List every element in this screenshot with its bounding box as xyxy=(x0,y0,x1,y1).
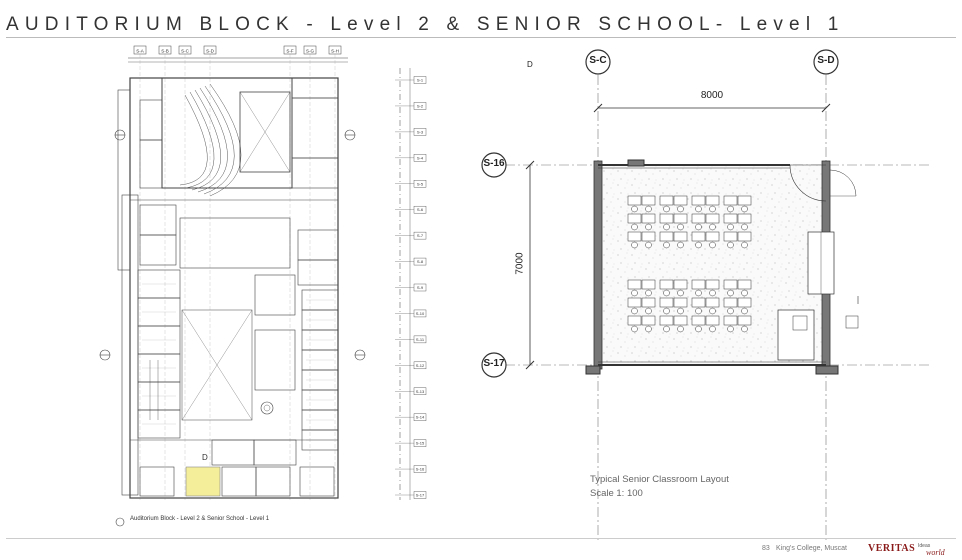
veritas-logo: VERITAS xyxy=(868,543,916,554)
svg-text:S-14: S-14 xyxy=(416,415,425,420)
width-dimension: 8000 xyxy=(700,90,724,101)
svg-text:Ideas: Ideas xyxy=(918,543,931,549)
svg-text:S-G: S-G xyxy=(306,49,315,54)
svg-text:S-3: S-3 xyxy=(417,129,424,134)
grid-label-s17: S-17 xyxy=(483,358,505,369)
svg-text:S-1: S-1 xyxy=(417,78,424,83)
plan-grid-right-s-4: S-4 xyxy=(395,154,427,162)
svg-text:S-9: S-9 xyxy=(417,285,424,290)
plan-grid-right-s-3: S-3 xyxy=(395,128,427,136)
plan-grid-right-s-7: S-7 xyxy=(395,231,427,240)
plan-grid-top-s-g: S-G xyxy=(303,45,317,500)
plan-grid-right-s-9: S-9 xyxy=(395,283,427,292)
highlighted-classroom xyxy=(185,466,221,497)
plan-grid-right-s-5: S-5 xyxy=(395,180,427,188)
plan-grid-right-s-1: S-1 xyxy=(395,76,427,84)
svg-text:S-2: S-2 xyxy=(417,103,424,108)
plan-grid-top-s-d: S-D xyxy=(203,45,217,500)
grid-bubble-sc xyxy=(585,49,611,75)
plan-marker-letter: D xyxy=(202,453,208,462)
detail-letter: D xyxy=(527,60,533,69)
svg-text:S-16: S-16 xyxy=(416,467,425,472)
svg-text:S-13: S-13 xyxy=(416,389,425,394)
svg-text:S-A: S-A xyxy=(136,49,144,54)
ideas-world-logo: Ideas world xyxy=(918,543,946,557)
footer: 83 King's College, Muscat VERITAS Ideas … xyxy=(0,538,962,560)
plan-grid-right-s-12: S-12 xyxy=(395,361,427,370)
svg-text:S-8: S-8 xyxy=(417,259,424,264)
svg-text:S-15: S-15 xyxy=(416,441,425,446)
plan-grid-top-s-b: S-B xyxy=(158,45,172,500)
svg-text:S-H: S-H xyxy=(331,49,339,54)
grid-label-s16: S-16 xyxy=(483,158,505,169)
plan-grid-right-s-6: S-6 xyxy=(395,205,427,214)
grid-bubble-s16 xyxy=(481,152,507,178)
svg-text:S-17: S-17 xyxy=(416,493,425,498)
plan-grid-right-s-15: S-15 xyxy=(395,439,427,447)
height-dimension: 7000 xyxy=(514,252,526,275)
grid-label-sc: S-C xyxy=(589,55,607,66)
svg-text:S-B: S-B xyxy=(161,49,169,54)
plan-grid-right-s-17: S-17 xyxy=(395,491,427,499)
svg-text:S-12: S-12 xyxy=(416,363,425,368)
svg-text:S-10: S-10 xyxy=(416,311,425,316)
grid-bubble-s17 xyxy=(481,352,507,378)
svg-text:S-6: S-6 xyxy=(417,207,424,212)
plan-grid-right-s-14: S-14 xyxy=(395,413,427,421)
plan-grid-right-s-11: S-11 xyxy=(395,335,427,344)
detail-caption-title: Typical Senior Classroom Layout xyxy=(590,474,729,485)
svg-text:S-4: S-4 xyxy=(417,155,424,160)
school-name: King's College, Muscat xyxy=(776,545,847,552)
grid-bubble-sd xyxy=(813,49,839,75)
grid-label-sd: S-D xyxy=(817,55,835,66)
svg-text:S-7: S-7 xyxy=(417,233,424,238)
plan-grid-right-s-2: S-2 xyxy=(395,102,427,110)
footer-divider xyxy=(6,538,956,539)
plan-grid-right-s-16: S-16 xyxy=(395,465,427,473)
svg-text:S-D: S-D xyxy=(206,49,215,54)
plan-grid-right-s-10: S-10 xyxy=(395,309,427,318)
svg-text:S-5: S-5 xyxy=(417,181,424,186)
svg-text:S-F: S-F xyxy=(286,49,294,54)
plan-grid-right-s-13: S-13 xyxy=(395,387,427,395)
plan-grid-top-s-h: S-H xyxy=(328,45,342,500)
page-title: AUDITORIUM BLOCK - Level 2 & SENIOR SCHO… xyxy=(6,14,845,35)
svg-text:S-C: S-C xyxy=(181,49,190,54)
svg-text:S-11: S-11 xyxy=(416,337,425,342)
page-number: 83 xyxy=(762,545,770,552)
title-divider xyxy=(6,37,956,38)
plan-caption: Auditorium Block - Level 2 & Senior Scho… xyxy=(130,516,270,522)
detail-caption-scale: Scale 1: 100 xyxy=(590,488,643,499)
svg-text:world: world xyxy=(926,548,946,557)
plan-grid-top-s-c: S-C xyxy=(178,45,192,500)
plan-grid-right-s-8: S-8 xyxy=(395,257,427,266)
